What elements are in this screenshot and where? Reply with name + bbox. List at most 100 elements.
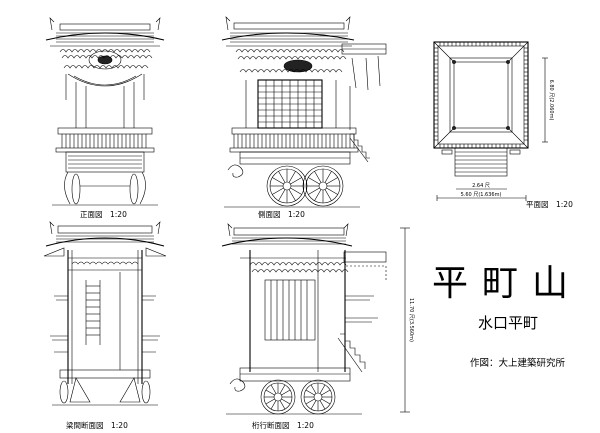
corner-hip-tl <box>433 41 455 63</box>
corner-hip-tr <box>507 41 529 63</box>
wheel-spoke <box>265 398 275 405</box>
wheel-spoke <box>326 187 338 195</box>
front-swirl <box>227 164 244 178</box>
handle-right <box>509 149 521 155</box>
wheel-spoke <box>321 398 331 405</box>
stair-stringer <box>337 337 363 373</box>
bracket-tier-left <box>50 295 68 353</box>
girder-section-drawing <box>221 223 410 415</box>
railing-top <box>57 127 153 135</box>
plan-width-dimension: 5.60 尺(1.636m) <box>461 192 502 198</box>
post-tl <box>452 60 456 64</box>
wheel-spoke <box>321 389 331 396</box>
side-roof-left <box>43 247 65 257</box>
carving <box>71 261 139 265</box>
wheel-edge-left <box>71 173 81 205</box>
rear-bracket-tiers <box>345 295 378 323</box>
roof-finial-left <box>49 221 55 235</box>
front-view-label: 正面図 1:20 <box>80 210 127 219</box>
stairs-block <box>454 147 508 177</box>
rear-hanging-ornament <box>351 55 381 91</box>
post-bl <box>452 126 456 130</box>
rear-roof <box>343 251 387 263</box>
wheel-spoke <box>281 389 291 396</box>
wheel-spoke <box>272 187 284 195</box>
wheel-spoke <box>314 171 322 183</box>
roof-ridge <box>233 22 345 30</box>
wheel-spoke <box>288 171 296 183</box>
carving <box>235 49 345 53</box>
chassis <box>239 367 351 382</box>
wheel-spoke <box>279 384 286 394</box>
wheel-hub <box>318 181 328 191</box>
plan-depth-dimension: 6.80 尺(2.060m) <box>548 80 554 121</box>
roof-finial-right <box>155 221 161 235</box>
roof-ridge <box>57 225 153 234</box>
roof-finial-left <box>227 223 233 237</box>
front-arch-inner <box>73 75 137 86</box>
wheel-spoke <box>308 187 320 195</box>
railing-bottom <box>229 147 359 153</box>
drafter-credit: 作図：大上建築研究所 <box>470 357 566 369</box>
carving <box>251 269 349 273</box>
leg-left <box>64 171 71 205</box>
rear-stairs <box>350 133 370 159</box>
wheel-spoke <box>310 384 317 394</box>
wheel-spoke <box>270 384 277 394</box>
corner-hip-bl <box>433 127 455 149</box>
wheel-spoke <box>290 187 302 195</box>
wheel-spoke <box>272 177 284 185</box>
carving <box>249 262 347 266</box>
roof-ridge <box>233 227 345 236</box>
wheel-spoke <box>308 177 320 185</box>
carving <box>61 55 153 59</box>
height-dimension: 11.70 尺(3.560m) <box>408 298 414 342</box>
roof-finial-left <box>49 17 55 31</box>
wheel-spoke <box>326 177 338 185</box>
wheel-edge-left <box>59 380 69 404</box>
post-br <box>506 126 510 130</box>
wheel-spoke <box>314 189 322 201</box>
wheel-support-left <box>69 377 91 403</box>
wheel-spoke <box>288 189 296 201</box>
wheel-spoke <box>270 400 277 410</box>
wheel-spoke <box>305 389 315 396</box>
base-box <box>65 151 145 173</box>
front-elevation-drawing <box>45 17 165 206</box>
interior-panel <box>264 279 316 341</box>
railing-bottom <box>55 147 155 153</box>
central-ornament <box>88 50 122 70</box>
floor-beam <box>59 369 151 379</box>
wheel-spoke <box>278 171 286 183</box>
wheel-spoke <box>305 398 315 405</box>
wheel-spoke <box>324 171 332 183</box>
wheel-hub <box>282 181 292 191</box>
roof-finial-right <box>155 17 161 31</box>
railing-top <box>231 127 357 135</box>
wheel-spoke <box>290 177 302 185</box>
roof-finial-right <box>345 16 351 31</box>
carving <box>239 69 343 73</box>
wheel-rim <box>302 165 344 207</box>
wheel-spoke <box>319 384 326 394</box>
central-ornament-inner <box>97 55 113 65</box>
side-view-label: 側面図 1:20 <box>258 209 305 219</box>
wheel-rim <box>300 379 336 415</box>
corner-hip-br <box>507 127 529 149</box>
bracket-tier-right <box>142 295 160 353</box>
rear-roof-eave <box>346 265 387 282</box>
wheel-support-right <box>119 377 141 403</box>
beam-section-drawing <box>43 221 167 406</box>
handle-left <box>441 149 453 155</box>
roof-finial-left <box>225 16 231 31</box>
wheel-hub <box>313 392 323 402</box>
sheet-subtitle: 水口平町 <box>478 314 538 332</box>
wheel-rim <box>260 379 296 415</box>
girder-section-label: 桁行断面図 1:20 <box>252 420 314 430</box>
wheel-spoke <box>324 189 332 201</box>
roof-ridge <box>59 23 151 31</box>
carving <box>63 65 149 69</box>
wheel-spoke <box>281 398 291 405</box>
floor-frame-inner <box>453 61 509 129</box>
